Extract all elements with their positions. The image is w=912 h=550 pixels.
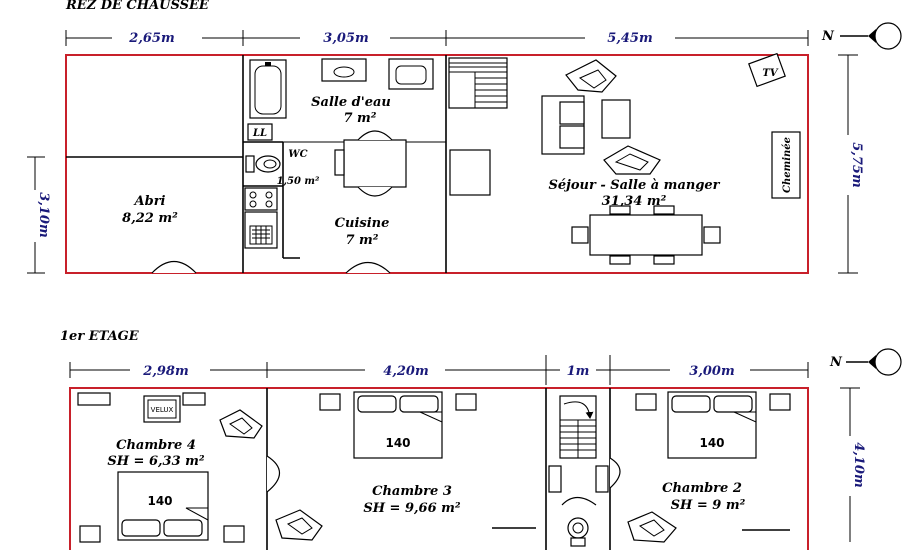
north-label-first: N: [829, 355, 843, 370]
dim-left-depth: 3,10m: [36, 192, 51, 237]
armchair-middle: [603, 145, 661, 175]
north-label-ground: N: [821, 29, 835, 44]
coffee-table: [601, 99, 631, 139]
window-ch4: [77, 392, 111, 406]
dim-abri-width: 2,65m: [128, 31, 174, 46]
wc-toilet: [245, 155, 281, 173]
ll-label: LL: [252, 128, 267, 139]
room-ch3-area: SH = 9,66 m²: [363, 501, 461, 516]
dim-ch2-width: 3,00m: [689, 364, 734, 379]
first-floor-title: 1er ETAGE: [60, 329, 140, 344]
armchair-top: [565, 59, 617, 93]
north-arrow-first: N: [829, 348, 902, 376]
sofa: [541, 95, 585, 155]
room-salle-eau-name: Salle d'eau: [311, 95, 391, 110]
dim-right-depth: 5,75m: [849, 142, 864, 187]
door-ch4: [266, 455, 281, 493]
dining-table: [571, 205, 721, 265]
kitchen-sink: [244, 211, 278, 249]
bed-ch4: 140: [117, 471, 209, 541]
nightstand-ch3-left: [319, 393, 341, 411]
ground-floor-title: REZ DE CHAUSSÉE: [65, 0, 210, 13]
kitchen-table: [334, 130, 407, 197]
bathtub: [249, 59, 287, 119]
room-wc-name: WC: [288, 149, 307, 160]
door-cuisine: [345, 261, 391, 274]
room-salle-eau-area: 7 m²: [343, 111, 376, 126]
dim-ch4-width: 2,98m: [142, 364, 188, 379]
stove: [244, 187, 278, 211]
armchair-ch2: [627, 511, 677, 543]
wc-first: [567, 517, 589, 547]
cheminee-label: Cheminée: [782, 137, 793, 193]
door-ch2: [609, 457, 621, 489]
door-abri: [151, 260, 197, 274]
tv: TV: [748, 52, 786, 88]
dim-ch3-width: 4,20m: [383, 364, 428, 379]
nightstand-ch4-right: [223, 525, 245, 543]
bed-ch3-size: 140: [385, 436, 410, 450]
first-floor-top-dimensions: 2,98m 4,20m 1m 3,00m: [69, 355, 809, 385]
tv-label: TV: [762, 68, 778, 79]
staircase-ground: [448, 57, 508, 109]
ground-floor-left-dimension: 3,10m: [20, 156, 51, 274]
room-cuisine-name: Cuisine: [335, 216, 390, 231]
room-sejour-area: 31,34 m²: [602, 194, 667, 209]
landing-door-left: [548, 465, 562, 493]
ground-floor-top-dimensions: 2,65m 3,05m 5,45m: [65, 29, 809, 47]
room-abri-area: 8,22 m²: [122, 211, 178, 226]
bed-ch3: 140: [353, 391, 443, 459]
armchair-ch4: [219, 409, 263, 439]
room-sejour-name: Séjour - Salle à manger: [548, 178, 720, 193]
room-ch4-area: SH = 6,33 m²: [107, 454, 205, 469]
dim-stair-width: 1m: [567, 364, 590, 379]
fireplace: Cheminée: [771, 131, 801, 199]
room-ch3-name: Chambre 3: [372, 484, 452, 499]
ground-floor-outline: [65, 54, 809, 274]
dim-middle-width: 3,05m: [323, 31, 368, 46]
velux-window: VELUX: [143, 395, 181, 423]
door-wc-first: [561, 496, 597, 506]
ground-floor-right-dimension: 5,75m: [835, 54, 864, 274]
velux-label: VELUX: [151, 406, 174, 414]
bed-ch2-size: 140: [699, 436, 724, 450]
dim-first-depth: 4,10m: [851, 442, 866, 487]
nightstand-ch2-left: [635, 393, 657, 411]
ground-floor-interior-walls: [66, 55, 447, 273]
washbasin-2: [388, 58, 434, 90]
room-abri-name: Abri: [133, 194, 166, 209]
armchair-ch3: [275, 509, 323, 541]
shelf-ch4: [182, 392, 206, 406]
washing-machine: LL: [247, 123, 273, 141]
landing-door-right: [595, 465, 609, 493]
room-wc-area: 1,50 m²: [277, 176, 320, 187]
staircase-first: [559, 395, 597, 459]
north-arrow-ground: N: [821, 22, 902, 50]
bed-ch2: 140: [667, 391, 757, 459]
nightstand-ch3-right: [455, 393, 477, 411]
washbasin-1: [321, 58, 367, 82]
cabinet: [449, 149, 491, 196]
nightstand-ch2-right: [769, 393, 791, 411]
room-ch2-name: Chambre 2: [662, 481, 742, 496]
room-cuisine-area: 7 m²: [345, 233, 378, 248]
room-ch2-area: SH = 9 m²: [671, 498, 746, 513]
nightstand-ch4-left: [79, 525, 101, 543]
first-floor-outline: [69, 387, 809, 550]
room-ch4-name: Chambre 4: [116, 438, 196, 453]
first-floor-right-dimension: 4,10m: [837, 387, 866, 542]
bed-ch4-size: 140: [147, 494, 172, 508]
dim-sejour-width: 5,45m: [607, 31, 652, 46]
